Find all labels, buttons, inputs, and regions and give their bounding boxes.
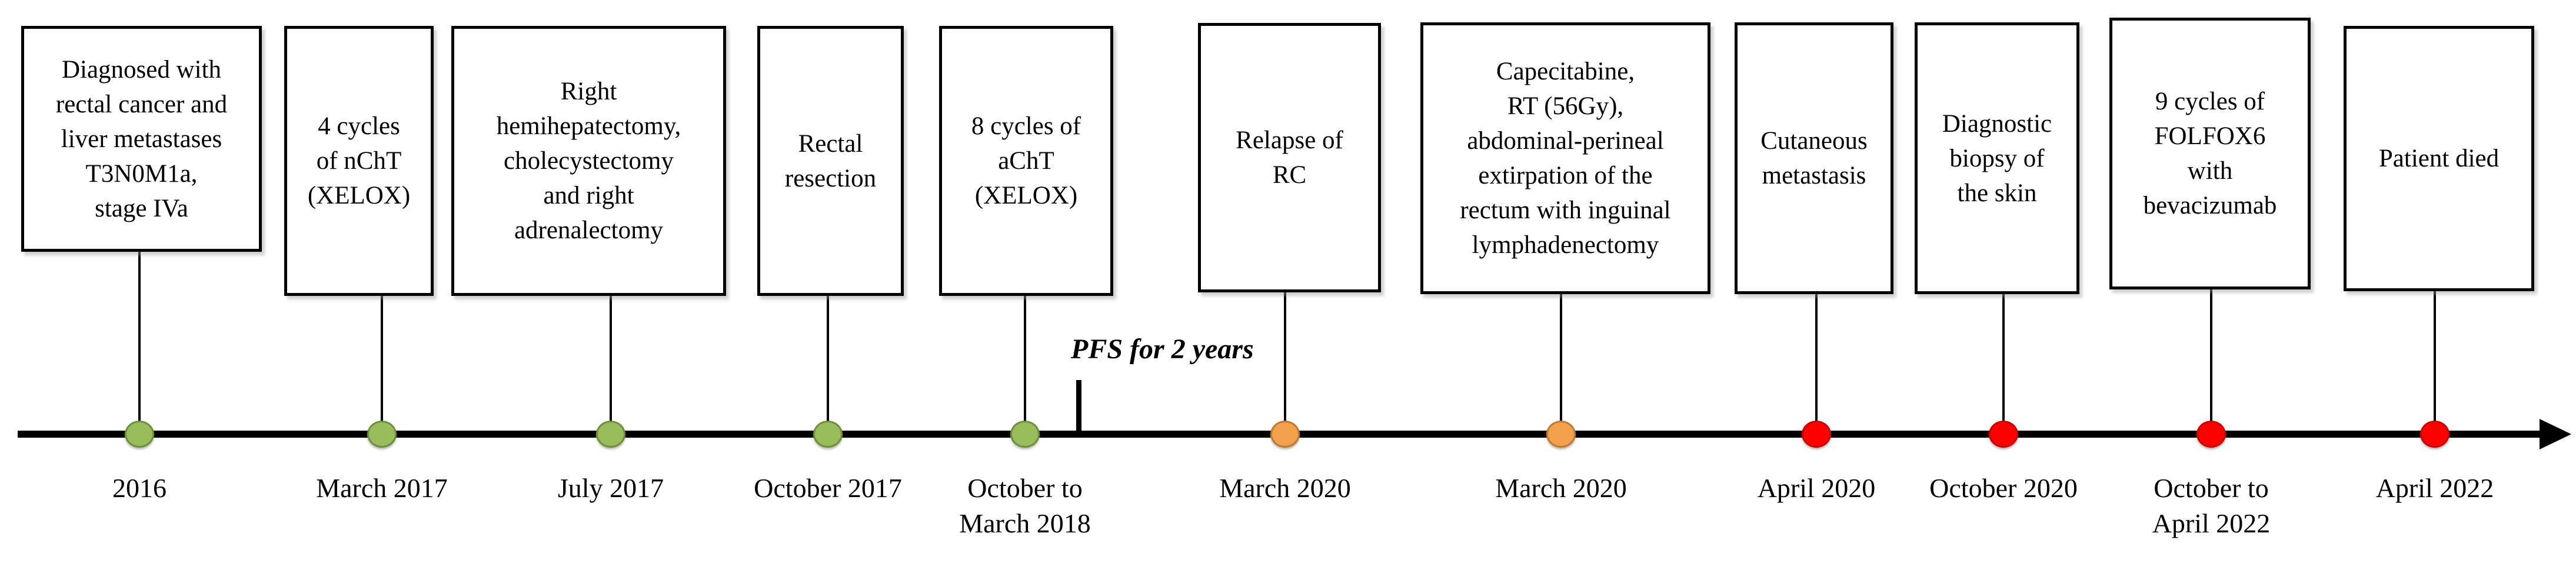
event-box-line: liver metastases xyxy=(61,125,222,153)
event-box-line: extirpation of the xyxy=(1478,162,1653,189)
event-dot-green xyxy=(125,421,154,448)
event-box-acht-xelox: 8 cycles of aChT (XELOX) xyxy=(939,26,1113,296)
event-date-label: October 2017 xyxy=(704,471,951,506)
event-box-diagnosis: Diagnosed with rectal cancer and liver met… xyxy=(21,26,262,252)
event-box-skin-biopsy: Diagnostic biopsy of the skin xyxy=(1915,22,2079,294)
event-date-line: April 2020 xyxy=(1757,473,1876,503)
event-date-label: March 2017 xyxy=(258,471,505,506)
event-date-label: 2016 xyxy=(16,471,263,506)
event-connector-line xyxy=(2434,291,2436,434)
event-connector-line xyxy=(138,252,141,434)
event-box-line: stage IVa xyxy=(95,194,188,222)
event-date-line: April 2022 xyxy=(2152,508,2271,538)
event-box-line: biopsy of xyxy=(1949,144,2045,172)
event-box-line: T3N0M1a, xyxy=(85,159,198,188)
event-box-line: rectal cancer and xyxy=(55,90,228,118)
event-date-line: March 2018 xyxy=(959,508,1091,538)
event-box-line: with xyxy=(2187,157,2233,185)
event-dot-red xyxy=(1802,421,1831,448)
event-box-line: metastasis xyxy=(1762,162,1866,189)
event-dot-red xyxy=(1989,421,2018,448)
event-date-line: October to xyxy=(2154,473,2269,503)
event-box-line: 4 cycles xyxy=(318,112,400,140)
event-connector-line xyxy=(2002,294,2005,434)
event-box-line: RC xyxy=(1272,161,1307,189)
event-box-patient-died: Patient died xyxy=(2344,26,2534,291)
event-box-ncht-xelox: 4 cycles of nChT (XELOX) xyxy=(284,26,434,296)
event-box-line: resection xyxy=(784,164,877,192)
event-date-line: March 2020 xyxy=(1495,473,1627,503)
event-date-line: March 2017 xyxy=(316,473,448,503)
event-box-line: Right xyxy=(560,78,617,105)
event-box-line: abdominal-perineal xyxy=(1467,127,1664,155)
event-box-line: and right xyxy=(543,182,634,209)
event-date-label: April 2020 xyxy=(1693,471,1940,506)
event-box-line: bevacizumab xyxy=(2143,192,2277,219)
event-date-label: October to March 2018 xyxy=(901,471,1149,541)
event-dot-green xyxy=(813,421,843,448)
event-box-line: of nChT xyxy=(316,147,402,175)
pfs-tick-mark xyxy=(1076,380,1081,432)
event-box-line: Diagnostic xyxy=(1942,109,2052,138)
event-box-rectal-resection: Rectal resection xyxy=(757,26,904,296)
pfs-annotation: PFS for 2 years xyxy=(1071,334,1254,365)
event-connector-line xyxy=(610,296,612,434)
event-box-line: Diagnosed with xyxy=(61,55,222,84)
event-box-line: lymphadenectomy xyxy=(1472,231,1659,259)
event-box-line: Cutaneous xyxy=(1760,127,1868,155)
event-box-line: 8 cycles of xyxy=(971,112,1081,140)
event-date-label: July 2017 xyxy=(487,471,734,506)
event-box-line: the skin xyxy=(1957,179,2037,207)
event-box-line: rectum with inguinal xyxy=(1460,196,1671,224)
event-box-line: 9 cycles of xyxy=(2155,88,2265,115)
event-dot-red xyxy=(2420,421,2449,448)
event-box-line: aChT xyxy=(998,147,1054,175)
event-connector-line xyxy=(1815,294,1818,434)
event-box-line: RT (56Gy), xyxy=(1507,92,1624,120)
event-date-line: April 2022 xyxy=(2375,473,2494,503)
event-box-line: Capecitabine, xyxy=(1496,58,1635,85)
event-dot-orange xyxy=(1270,421,1300,448)
event-box-line: (XELOX) xyxy=(974,182,1078,209)
event-date-label: March 2020 xyxy=(1437,471,1685,506)
event-date-line: 2016 xyxy=(112,473,167,503)
event-box-line: Patient died xyxy=(2378,145,2500,172)
event-connector-line xyxy=(1284,292,1286,434)
event-connector-line xyxy=(2210,289,2212,434)
event-date-line: October 2017 xyxy=(754,473,902,503)
event-dot-green xyxy=(367,421,397,448)
event-connector-line xyxy=(827,296,829,434)
event-box-line: FOLFOX6 xyxy=(2154,122,2266,150)
event-connector-line xyxy=(381,296,383,434)
event-box-line: adrenalectomy xyxy=(514,216,664,244)
event-date-label: October 2020 xyxy=(1880,471,2127,506)
event-box-line: (XELOX) xyxy=(307,182,411,209)
event-box-cutaneous-metastasis: Cutaneous metastasis xyxy=(1735,22,1893,294)
event-box-capecitabine-rt: Capecitabine, RT (56Gy), abdominal-perinea… xyxy=(1420,22,1710,294)
timeline-arrowhead-icon xyxy=(2540,419,2571,449)
event-date-line: October 2020 xyxy=(1929,473,2078,503)
event-connector-line xyxy=(1024,296,1026,434)
event-date-label: October to April 2022 xyxy=(2088,471,2335,541)
event-date-line: July 2017 xyxy=(557,473,664,503)
event-box-line: hemihepatectomy, xyxy=(496,112,681,140)
event-box-line: cholecystectomy xyxy=(504,147,674,175)
event-date-line: March 2020 xyxy=(1219,473,1351,503)
event-dot-green xyxy=(1010,421,1040,448)
event-dot-orange xyxy=(1546,421,1576,448)
event-date-label: April 2022 xyxy=(2311,471,2558,506)
event-date-line: October to xyxy=(967,473,1083,503)
event-dot-green xyxy=(596,421,625,448)
event-dot-red xyxy=(2196,421,2226,448)
event-box-line: Rectal xyxy=(798,129,863,158)
event-box-folfox6-bevacizumab: 9 cycles of FOLFOX6 with bevacizumab xyxy=(2109,18,2311,289)
event-box-line: Relapse of xyxy=(1236,126,1343,154)
event-date-label: March 2020 xyxy=(1161,471,1409,506)
event-box-relapse-rc: Relapse of RC xyxy=(1198,23,1381,292)
event-box-hemihepatectomy: Right hemihepatectomy, cholecystectomy and … xyxy=(451,26,726,296)
event-connector-line xyxy=(1560,294,1562,434)
